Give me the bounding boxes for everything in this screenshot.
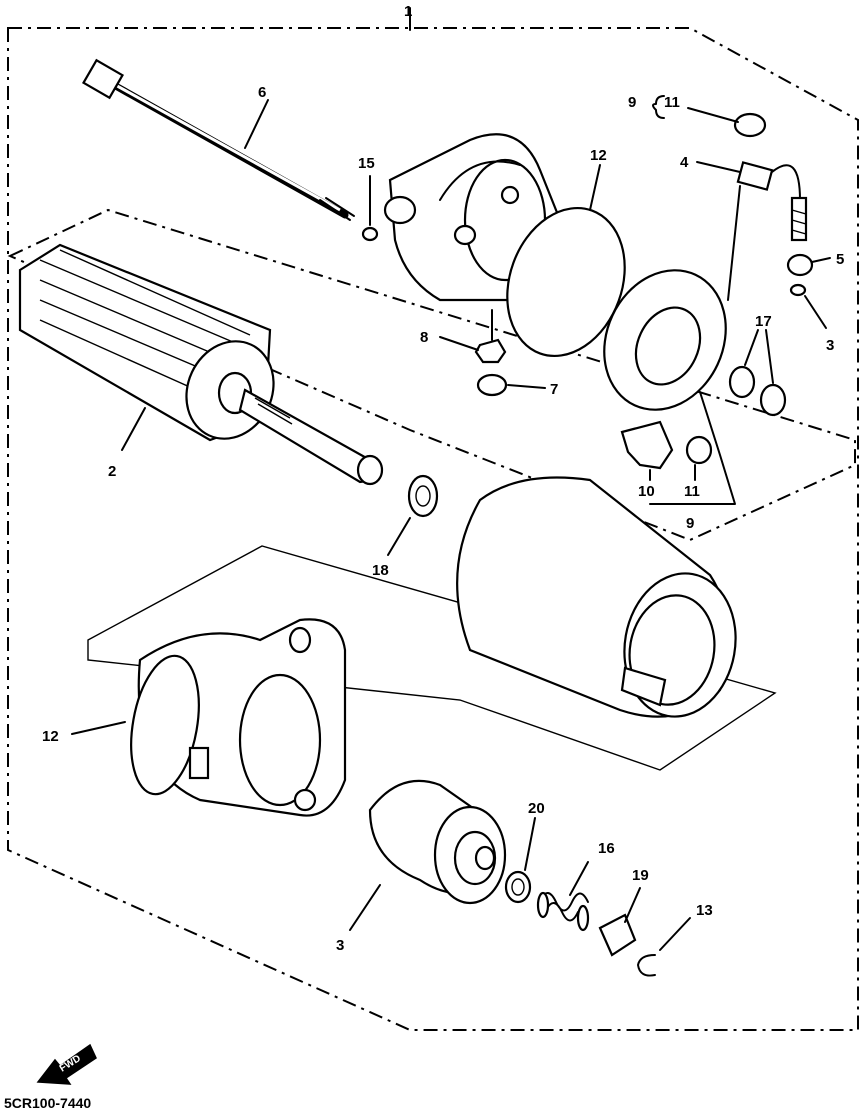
callout-19: 19: [632, 867, 649, 884]
callout-10: 10: [638, 483, 655, 500]
washer-18: [407, 474, 439, 518]
collar-20: [504, 870, 532, 904]
leader-4: [696, 161, 741, 173]
leader-3: [349, 884, 381, 931]
callout-9-bottom: 9: [686, 515, 694, 532]
leader-11-top: [687, 107, 739, 123]
callout-14: 6: [258, 84, 266, 101]
brush-holder-10: [620, 420, 674, 470]
ring-6: [789, 283, 807, 297]
callout-4: 4: [680, 154, 689, 171]
leader-7: [507, 384, 546, 389]
leader-18: [387, 517, 411, 556]
clutch-3: [368, 779, 507, 905]
washer-7: [476, 373, 508, 397]
o-ring-15: [361, 226, 379, 242]
leader-16: [569, 861, 589, 896]
armature-2: [18, 243, 384, 486]
washer-17a: [728, 365, 756, 399]
callout-16: 16: [598, 840, 615, 857]
leader-5: [811, 257, 831, 263]
callout-11-bottom: 11: [684, 483, 700, 500]
brush-plate: [603, 269, 727, 411]
leader-14: [244, 99, 269, 149]
housing-group-outline: [87, 545, 777, 771]
yoke-housing: [456, 476, 737, 718]
drawing-code: 5CR100-7440: [4, 1095, 91, 1111]
screw-11-top: [733, 112, 767, 138]
callout-7: 7: [550, 381, 558, 398]
callout-2: 2: [108, 463, 116, 480]
assembly-boundary: [7, 27, 859, 1031]
circlip-13: [637, 954, 656, 977]
callout-5: 5: [836, 251, 844, 268]
callout-12-left: 12: [42, 728, 59, 745]
screw-11-bottom: [685, 435, 713, 465]
bracket-9: [649, 391, 736, 505]
callout-18: 18: [372, 562, 389, 579]
callout-12-top: 12: [590, 147, 607, 164]
leader-13: [659, 917, 691, 951]
leader-19: [624, 887, 641, 923]
leader-20: [524, 817, 536, 871]
callout-8: 8: [420, 329, 428, 346]
callout-3-label: 3: [336, 937, 344, 954]
callout-9-top: 9: [628, 94, 636, 111]
callout-15: 15: [358, 155, 375, 172]
fwd-arrow-icon: FWD: [36, 1043, 97, 1085]
callout-6: 3: [826, 337, 834, 354]
washer-17b: [759, 383, 787, 417]
nut-5: [786, 253, 814, 277]
front-cover: [130, 618, 347, 817]
spring-16: [536, 891, 590, 932]
nut-8: [474, 338, 507, 364]
leader-6: [804, 295, 827, 329]
callout-1: 1: [404, 3, 412, 20]
leader-12-top: [589, 164, 601, 211]
brush-lead-4: [727, 161, 808, 301]
through-bolt: [82, 58, 355, 221]
leader-12-left: [71, 721, 126, 735]
callout-13: 13: [696, 902, 713, 919]
callout-20: 20: [528, 800, 545, 817]
callout-17: 17: [755, 313, 772, 330]
sleeve-19: [598, 913, 637, 957]
callout-11-top: 11: [664, 94, 680, 111]
armature-group-outline: [7, 208, 856, 542]
o-ring-12-top: [506, 206, 626, 358]
leader-8: [439, 336, 479, 351]
leader-2: [121, 407, 146, 451]
leader-17: [744, 329, 774, 384]
